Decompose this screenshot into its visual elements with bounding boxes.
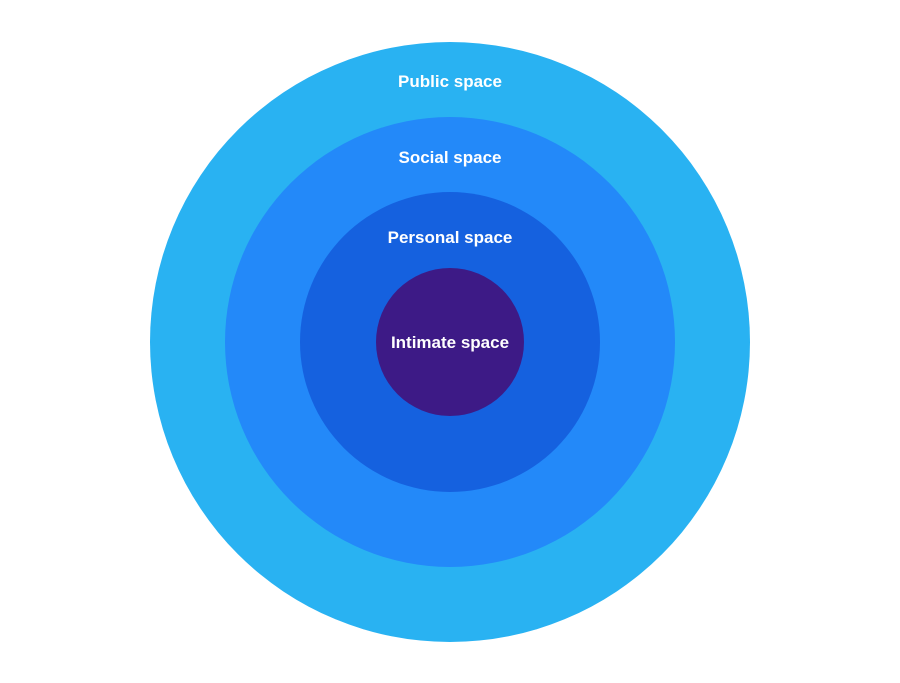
social-space-label: Social space <box>398 148 502 167</box>
public-space-label: Public space <box>398 72 502 91</box>
intimate-space-ring <box>376 268 524 416</box>
personal-space-label: Personal space <box>387 228 513 247</box>
intimate-space-label: Intimate space <box>390 333 510 352</box>
